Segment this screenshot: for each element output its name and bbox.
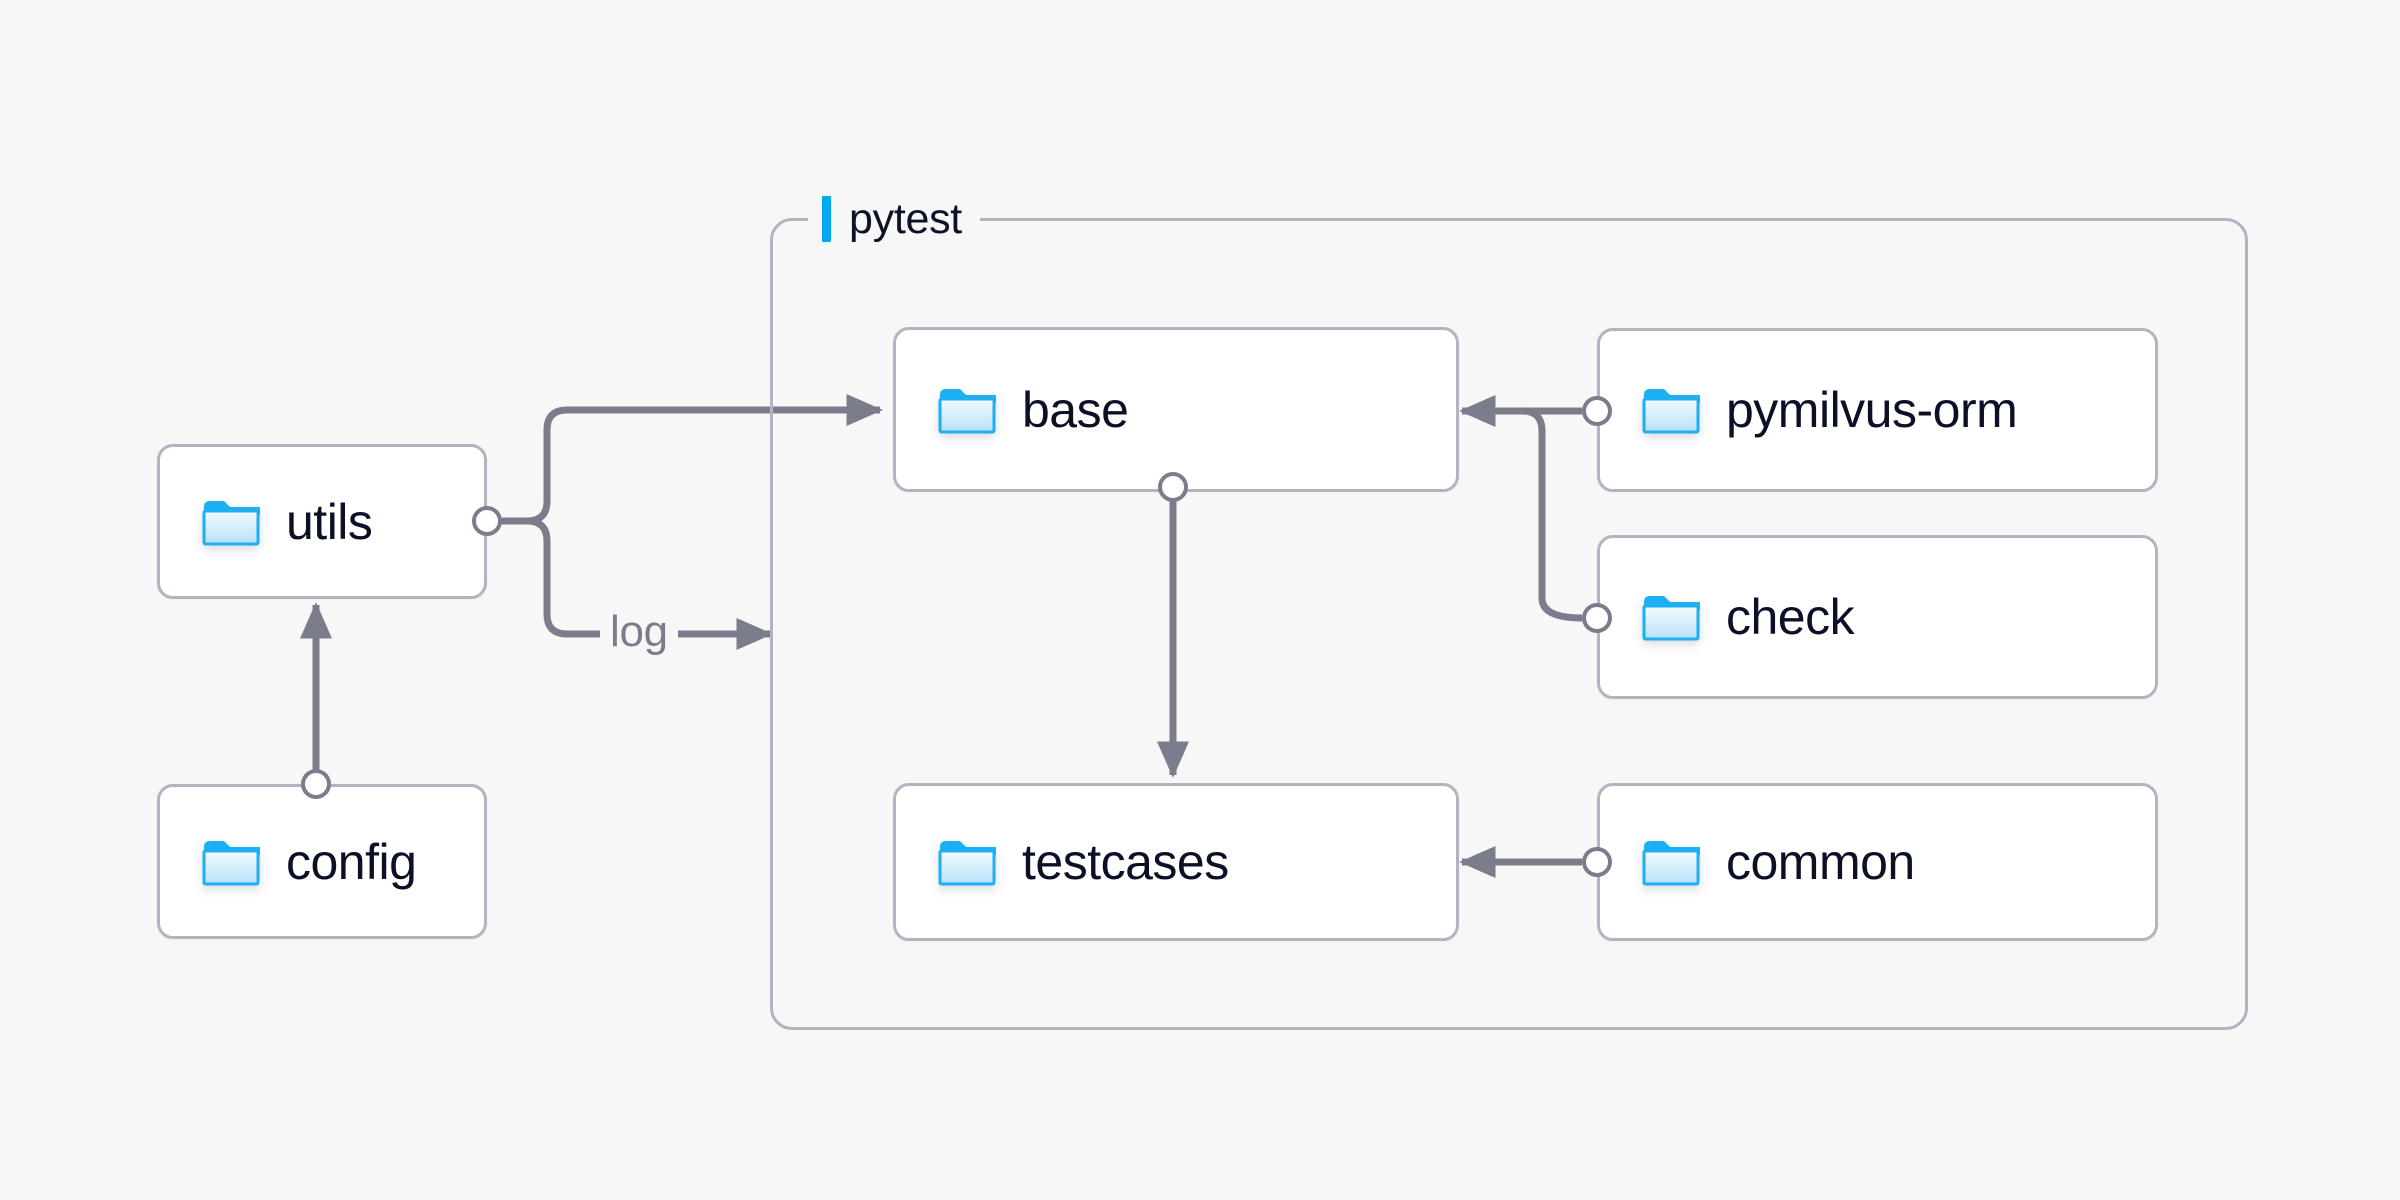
node-pymilvus-orm-label: pymilvus-orm xyxy=(1726,382,2018,438)
node-utils[interactable]: utils xyxy=(157,444,487,599)
node-testcases[interactable]: testcases xyxy=(893,783,1459,941)
node-base-label: base xyxy=(1022,381,1129,438)
edge-utils-to-pytest-log xyxy=(487,517,773,651)
port-pymilvus-orm-left[interactable] xyxy=(1582,396,1612,426)
edge-label-log: log xyxy=(600,610,678,654)
port-utils-right[interactable] xyxy=(472,506,502,536)
node-check[interactable]: check xyxy=(1597,535,2158,699)
folder-icon xyxy=(938,385,1000,435)
folder-icon xyxy=(1642,385,1704,435)
node-config[interactable]: config xyxy=(157,784,487,939)
node-pymilvus-orm[interactable]: pymilvus-orm xyxy=(1597,328,2158,492)
port-check-left[interactable] xyxy=(1582,603,1612,633)
folder-icon xyxy=(202,837,264,887)
port-base-bottom[interactable] xyxy=(1158,472,1188,502)
folder-icon xyxy=(1642,592,1704,642)
node-config-label: config xyxy=(286,833,417,890)
folder-icon xyxy=(1642,837,1704,887)
group-pytest-label: pytest xyxy=(849,194,962,243)
node-base[interactable]: base xyxy=(893,327,1459,492)
node-common-label: common xyxy=(1726,834,1915,890)
node-utils-label: utils xyxy=(286,493,373,550)
folder-icon xyxy=(938,837,1000,887)
group-pytest-title: pytest xyxy=(808,188,980,250)
node-common[interactable]: common xyxy=(1597,783,2158,941)
node-testcases-label: testcases xyxy=(1022,834,1229,890)
folder-icon xyxy=(202,497,264,547)
group-pytest-container xyxy=(770,218,2248,1030)
port-common-left[interactable] xyxy=(1582,847,1612,877)
port-config-top[interactable] xyxy=(301,769,331,799)
node-check-label: check xyxy=(1726,589,1855,645)
edge-check-to-base xyxy=(1462,407,1583,622)
accent-bar-icon xyxy=(822,196,831,242)
